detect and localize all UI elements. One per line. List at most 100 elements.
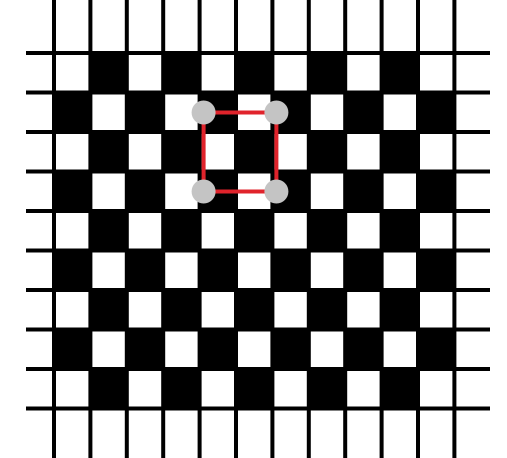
light-cell (199, 53, 236, 93)
light-cell (308, 171, 346, 211)
dark-cell (308, 211, 346, 251)
horizontal-grid-lines (26, 51, 490, 411)
dark-cell (381, 369, 418, 409)
light-cell (163, 250, 200, 290)
light-cell (345, 369, 382, 409)
light-cell (308, 92, 346, 132)
corner-dot (264, 179, 289, 204)
dark-cell (236, 369, 273, 409)
dark-cell (126, 250, 164, 290)
dark-cell (272, 250, 309, 290)
dark-cell (308, 132, 346, 172)
vertical-grid-lines (52, 0, 457, 458)
light-cell (54, 369, 91, 409)
dark-cell (163, 290, 200, 330)
light-cell (54, 211, 91, 251)
light-cell (199, 290, 236, 330)
dark-cell (418, 171, 455, 211)
dark-cell (90, 290, 127, 330)
light-cell (236, 250, 273, 290)
light-cell (345, 211, 382, 251)
dark-cell (90, 132, 127, 172)
light-cell (163, 329, 200, 369)
dark-cell (163, 53, 200, 93)
corner-dot (264, 100, 289, 125)
highlighted-square (191, 100, 289, 204)
dark-cell (126, 92, 164, 132)
dark-cell (163, 369, 200, 409)
light-cell (272, 132, 309, 172)
dark-cell (345, 92, 382, 132)
dark-cell (236, 132, 273, 172)
light-cell (126, 211, 164, 251)
dark-cell (381, 211, 418, 251)
light-cell (272, 53, 309, 93)
light-cell (381, 171, 418, 211)
dark-cell (345, 171, 382, 211)
light-cell (381, 250, 418, 290)
light-cell (272, 290, 309, 330)
dark-cell (90, 211, 127, 251)
dark-cell (54, 329, 91, 369)
light-cell (54, 53, 91, 93)
light-cell (345, 290, 382, 330)
light-cell (345, 132, 382, 172)
light-cell (381, 92, 418, 132)
light-cell (126, 53, 164, 93)
dark-cell (308, 290, 346, 330)
light-cell (199, 369, 236, 409)
dark-cell (272, 329, 309, 369)
corner-dot (191, 179, 216, 204)
dark-cell (236, 211, 273, 251)
dark-cell (381, 53, 418, 93)
dark-cell (236, 290, 273, 330)
dark-cell (381, 132, 418, 172)
light-cell (54, 290, 91, 330)
dark-cell (54, 92, 91, 132)
light-cell (308, 250, 346, 290)
dark-cell (90, 53, 127, 93)
light-cell (418, 132, 455, 172)
dark-cell (345, 250, 382, 290)
corner-dot (191, 100, 216, 125)
dark-cell (308, 369, 346, 409)
dark-cell (345, 329, 382, 369)
light-cell (126, 290, 164, 330)
dark-cell (54, 171, 91, 211)
dark-cell (126, 171, 164, 211)
dark-cell (418, 250, 455, 290)
light-cell (418, 211, 455, 251)
dark-cell (54, 250, 91, 290)
light-cell (418, 369, 455, 409)
light-cell (236, 329, 273, 369)
light-cell (418, 53, 455, 93)
dark-cell (90, 369, 127, 409)
light-cell (90, 329, 127, 369)
dark-cell (199, 329, 236, 369)
light-cell (90, 250, 127, 290)
dark-cell (236, 53, 273, 93)
light-cell (199, 211, 236, 251)
checker-cells (54, 53, 455, 409)
light-cell (345, 53, 382, 93)
dark-cell (199, 250, 236, 290)
dark-cell (126, 329, 164, 369)
light-cell (308, 329, 346, 369)
dark-cell (163, 211, 200, 251)
dark-cell (381, 290, 418, 330)
light-cell (90, 171, 127, 211)
dark-cell (308, 53, 346, 93)
light-cell (272, 369, 309, 409)
dark-cell (163, 132, 200, 172)
light-cell (272, 211, 309, 251)
dark-cell (418, 92, 455, 132)
light-cell (381, 329, 418, 369)
light-cell (126, 369, 164, 409)
light-cell (199, 132, 236, 172)
light-cell (126, 132, 164, 172)
light-cell (54, 132, 91, 172)
light-cell (418, 290, 455, 330)
dark-cell (418, 329, 455, 369)
light-cell (90, 92, 127, 132)
